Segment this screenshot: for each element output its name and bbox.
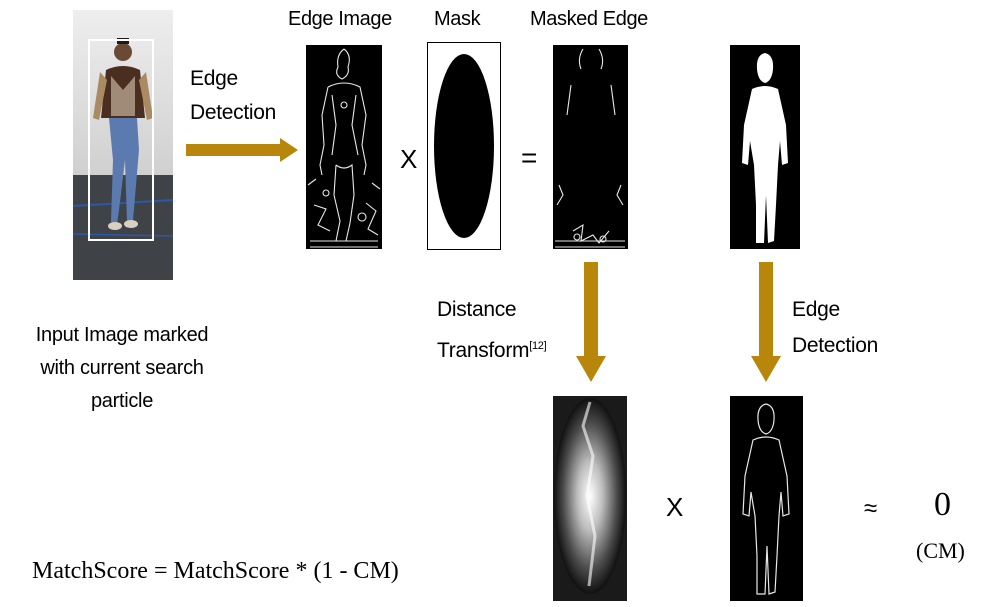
distance-transform-line-1: Distance: [437, 298, 517, 321]
masked-edge-header: Masked Edge: [530, 8, 648, 30]
edge-detection-top-line-1: Edge: [190, 67, 238, 90]
distance-transform-line-2: Transform[12]: [437, 328, 547, 369]
distance-transform-word: Transform: [437, 339, 530, 362]
approx-operator: ≈: [864, 495, 877, 522]
equals-operator: =: [521, 142, 538, 173]
masked-edge-panel: [553, 45, 628, 249]
multiply-operator-top: X: [400, 144, 418, 174]
edge-detection-arrow: [186, 138, 298, 162]
distance-transform-ref: [12]: [529, 340, 547, 352]
edge-detection-right-line-2: Detection: [792, 334, 879, 357]
silhouette-panel: [730, 45, 800, 249]
distance-transform-panel: [553, 396, 627, 601]
result-value: 0: [934, 486, 951, 523]
distance-transform-arrow: [576, 262, 606, 382]
input-caption: Input Image marked with current search p…: [22, 319, 222, 418]
edge-detection-label-top: Edge Detection: [190, 62, 276, 130]
input-caption-line-1: Input Image marked: [35, 324, 209, 346]
edge-image-panel: [306, 45, 382, 249]
input-image: [73, 10, 173, 280]
mask-panel: [427, 42, 501, 250]
edge-detection-arrow-right: [751, 262, 781, 382]
mask-header: Mask: [434, 8, 481, 30]
match-score-formula: MatchScore = MatchScore * (1 - CM): [32, 558, 399, 584]
edge-detection-label-right: Edge Detection: [792, 292, 878, 364]
edge-image-header: Edge Image: [288, 8, 392, 30]
edge-detection-top-line-2: Detection: [190, 101, 277, 124]
silhouette-edge-panel: [730, 396, 803, 601]
input-caption-line-3: particle: [90, 390, 154, 412]
input-caption-line-2: with current search: [40, 357, 204, 379]
distance-transform-label: Distance Transform[12]: [437, 292, 547, 369]
multiply-operator-bottom: X: [666, 492, 684, 522]
edge-detection-right-line-1: Edge: [792, 298, 840, 321]
result-label: (CM): [916, 538, 965, 563]
